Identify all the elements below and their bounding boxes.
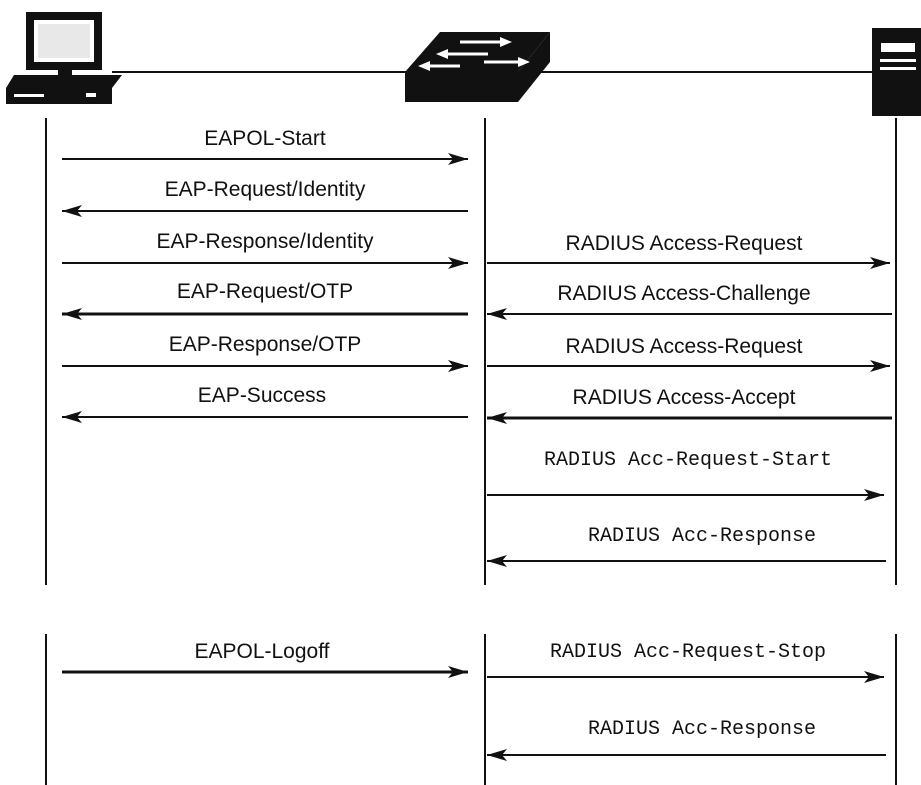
msg-radius-access-request-1: RADIUS Access-Request [487,232,890,269]
msg-label-eapol-start: EAPOL-Start [204,127,326,150]
msg-label-eap-request-identity: EAP-Request/Identity [165,178,366,201]
msg-radius-acc-request-start: RADIUS Acc-Request-Start [487,449,884,501]
msg-radius-acc-response-2: RADIUS Acc-Response [487,718,886,761]
msg-radius-access-challenge: RADIUS Access-Challenge [487,282,892,320]
msg-label-eap-request-otp: EAP-Request/OTP [177,280,353,303]
msg-label-radius-acc-request-stop: RADIUS Acc-Request-Stop [550,641,826,664]
msg-label-radius-acc-request-start: RADIUS Acc-Request-Start [544,449,832,472]
msg-label-eap-success: EAP-Success [198,384,326,407]
msg-eap-request-otp: EAP-Request/OTP [62,280,468,320]
msg-label-radius-acc-response-1: RADIUS Acc-Response [588,525,816,548]
msg-label-radius-access-challenge: RADIUS Access-Challenge [557,282,810,305]
lifelines [45,118,897,785]
msg-label-eap-response-identity: EAP-Response/Identity [156,230,374,253]
switch-icon [405,32,550,102]
msg-radius-access-request-2: RADIUS Access-Request [487,335,890,372]
msg-radius-acc-request-stop: RADIUS Acc-Request-Stop [487,641,884,683]
msg-eap-request-identity: EAP-Request/Identity [62,178,468,217]
computer-icon [6,12,122,104]
msg-label-radius-access-request-2: RADIUS Access-Request [566,335,803,358]
msg-eap-response-otp: EAP-Response/OTP [62,333,468,372]
msg-label-radius-access-request-1: RADIUS Access-Request [566,232,803,255]
msg-label-radius-access-accept: RADIUS Access-Accept [573,386,796,409]
msg-radius-acc-response-1: RADIUS Acc-Response [487,525,886,567]
server-icon [872,28,921,116]
msg-eapol-logoff: EAPOL-Logoff [62,640,468,678]
msg-eapol-start: EAPOL-Start [62,127,468,165]
msg-radius-access-accept: RADIUS Access-Accept [487,386,892,424]
msg-eap-response-identity: EAP-Response/Identity [62,230,468,269]
msg-eap-success: EAP-Success [62,384,468,423]
msg-label-radius-acc-response-2: RADIUS Acc-Response [588,718,816,741]
msg-label-eap-response-otp: EAP-Response/OTP [169,333,362,356]
msg-label-eapol-logoff: EAPOL-Logoff [194,640,329,663]
